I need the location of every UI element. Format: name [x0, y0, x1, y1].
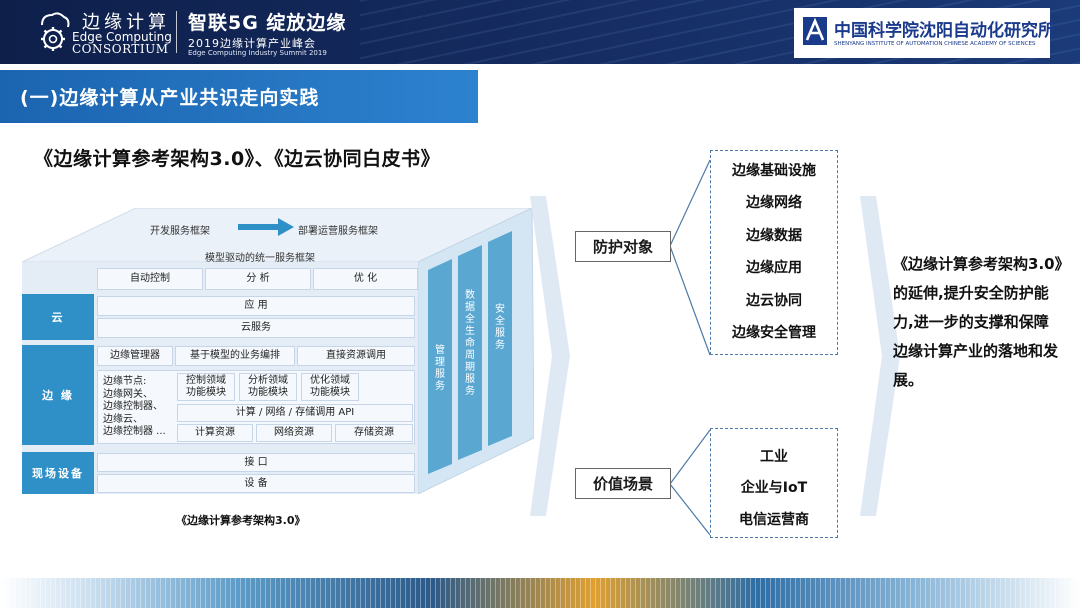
protection-item: 边缘基础设施 [732, 163, 816, 179]
row-label-cloud: 云 [22, 294, 94, 340]
architecture-caption: 《边缘计算参考架构3.0》 [176, 514, 306, 527]
row-label-field-device: 现场设备 [22, 452, 94, 494]
cell-application: 应 用 [97, 296, 415, 316]
org-name-en-1: Edge Computing [72, 30, 172, 44]
value-item: 电信运营商 [739, 512, 809, 528]
protection-item: 边缘应用 [746, 260, 802, 276]
cell-storage-resource: 存储资源 [335, 424, 413, 442]
document-title: 《边缘计算参考架构3.0》、《边云协同白皮书》 [34, 148, 441, 170]
cell-optimization-module: 优化领域 功能模块 [301, 373, 359, 401]
cell-edge-manager: 边缘管理器 [97, 346, 173, 366]
partner-name-cn: 中国科学院沈阳自动化研究所 [834, 21, 1055, 41]
partner-name-en: SHENYANG INSTITUTE OF AUTOMATION CHINESE… [834, 41, 1036, 47]
architecture-cube-top [22, 208, 532, 262]
footer-decoration [0, 578, 1080, 608]
cell-control-module: 控制领域 功能模块 [177, 373, 235, 401]
section-title: (一)边缘计算从产业共识走向实践 [20, 87, 320, 109]
value-item: 企业与IoT [740, 480, 808, 496]
cell-optimization: 优 化 [313, 268, 418, 290]
row-label-edge: 边 缘 [22, 345, 94, 445]
deploy-service-framework-label: 部署运营服务框架 [298, 226, 378, 237]
org-name-cn: 边缘计算 [82, 12, 170, 33]
protection-item: 边缘数据 [746, 228, 802, 244]
dev-service-framework-label: 开发服务框架 [150, 226, 210, 237]
cell-interface: 接 口 [97, 453, 415, 472]
edge-node-item: 边缘网关、 [103, 388, 153, 400]
summit-name-en: Edge Computing Industry Summit 2019 [188, 49, 327, 57]
protection-item: 边缘安全管理 [732, 325, 816, 341]
cell-model-orchestration: 基于模型的业务编排 [175, 346, 295, 366]
conclusion-text: 《边缘计算参考架构3.0》的延伸,提升安全防护能力,进一步的支撑和保障边缘计算产… [893, 255, 1063, 389]
footer-banner [0, 578, 1080, 608]
value-item: 工业 [760, 449, 788, 465]
edge-node-item: 边缘控制器 ... [103, 426, 166, 437]
cell-analysis: 分 析 [205, 268, 311, 290]
cell-device: 设 备 [97, 474, 415, 493]
cell-direct-resource-call: 直接资源调用 [297, 346, 415, 366]
connector-lines [670, 159, 711, 536]
value-scenario-list: 工业 企业与IoT 电信运营商 [710, 428, 838, 538]
edge-node-item: 边缘云、 [103, 413, 143, 425]
side-column-security: 安全服务 [495, 304, 505, 351]
cell-api: 计算 / 网络 / 存储调用 API [177, 404, 413, 422]
cell-auto-control: 自动控制 [97, 268, 203, 290]
cell-compute-resource: 计算资源 [177, 424, 253, 442]
edge-computing-logo-icon [41, 12, 70, 51]
cell-analysis-module: 分析领域 功能模块 [239, 373, 297, 401]
cas-emblem-icon [803, 17, 827, 45]
protection-target-label: 防护对象 [575, 231, 671, 262]
header-divider [176, 11, 177, 53]
summit-slogan: 智联5G 绽放边缘 [188, 12, 347, 34]
edge-node-item: 边缘控制器、 [103, 401, 163, 412]
unified-service-framework-label: 模型驱动的统一服务框架 [205, 253, 315, 264]
edge-node-list: 边缘节点: 边缘网关、 边缘控制器、 边缘云、 边缘控制器 ... [103, 376, 166, 439]
cell-network-resource: 网络资源 [256, 424, 332, 442]
protection-target-list: 边缘基础设施 边缘网络 边缘数据 边缘应用 边云协同 边缘安全管理 [710, 150, 838, 355]
section-title-bar: (一)边缘计算从产业共识走向实践 [0, 70, 478, 123]
protection-item: 边缘网络 [746, 195, 802, 211]
chevron-right-icon [860, 196, 900, 516]
value-scenario-label: 价值场景 [575, 468, 671, 499]
header-banner: 边缘计算 Edge Computing CONSORTIUM 智联5G 绽放边缘… [0, 0, 1080, 64]
chevron-right-icon [530, 196, 570, 516]
flow-arrow-icon [238, 218, 294, 236]
edge-node-item: 边缘节点: [103, 376, 147, 387]
architecture-cube-side [418, 208, 534, 494]
protection-item: 边云协同 [746, 293, 802, 309]
summit-name-cn: 2019边缘计算产业峰会 [188, 37, 316, 50]
cell-cloud-service: 云服务 [97, 318, 415, 338]
org-name-en-2: CONSORTIUM [72, 42, 169, 56]
partner-logo: 中国科学院沈阳自动化研究所 SHENYANG INSTITUTE OF AUTO… [794, 8, 1055, 58]
side-column-management: 管理服务 [435, 345, 445, 392]
side-column-data-lifecycle: 数据全生命周期服务 [465, 290, 475, 397]
